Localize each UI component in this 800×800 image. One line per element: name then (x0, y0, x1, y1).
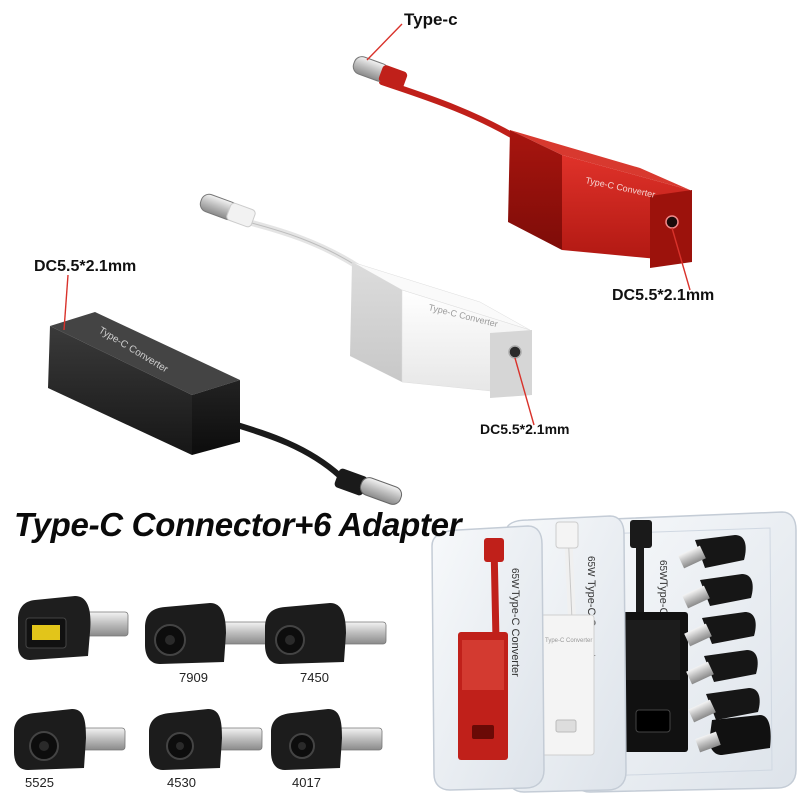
adapter-tip-7450 (265, 603, 387, 664)
type-c-label: Type-c (404, 10, 458, 29)
package-black: 65W Type-C Converter (571, 511, 797, 793)
adapter-tip-4530 (149, 709, 263, 770)
white-converter: Type-C Converter (199, 193, 532, 398)
white-dc-port (508, 345, 522, 359)
blister-packaging: 65W Type-C Converter (431, 511, 797, 793)
dc-label-red: DC5.5*2.1mm (612, 287, 715, 304)
package-red-label: Type-C Converter (509, 590, 521, 677)
adapter-tip-5525 (14, 709, 126, 770)
adapter-tip-4017 (271, 709, 383, 770)
adapter-code-7450: 7450 (300, 670, 329, 685)
red-dc-port (665, 215, 679, 229)
dc-label-black: DC5.5*2.1mm (34, 258, 137, 275)
red-converter: Type-C Converter (352, 56, 692, 268)
package-tips (678, 535, 771, 755)
package-white-unit-text: Type-C Converter (545, 638, 592, 644)
package-black-wattage: 65W (657, 560, 668, 581)
adapter-tips (14, 596, 387, 770)
red-type-c-plug (352, 56, 408, 89)
package-red: 65W Type-C Converter (431, 525, 545, 791)
callout-lines (63, 23, 691, 426)
adapter-code-5525: 5525 (25, 775, 54, 790)
dc-label-white: DC5.5*2.1mm (480, 421, 570, 437)
black-type-c-plug (334, 468, 403, 505)
adapter-tip-7909 (145, 603, 269, 664)
headline: Type-C Connector+6 Adapter (14, 506, 462, 543)
adapter-code-4530: 4530 (167, 775, 196, 790)
white-type-c-plug (199, 193, 256, 228)
package-white-wattage: 65W (585, 556, 596, 577)
adapter-code-7909: 7909 (179, 670, 208, 685)
adapter-tip-square (18, 596, 129, 660)
adapter-code-4017: 4017 (292, 775, 321, 790)
package-red-wattage: 65W (509, 568, 520, 589)
